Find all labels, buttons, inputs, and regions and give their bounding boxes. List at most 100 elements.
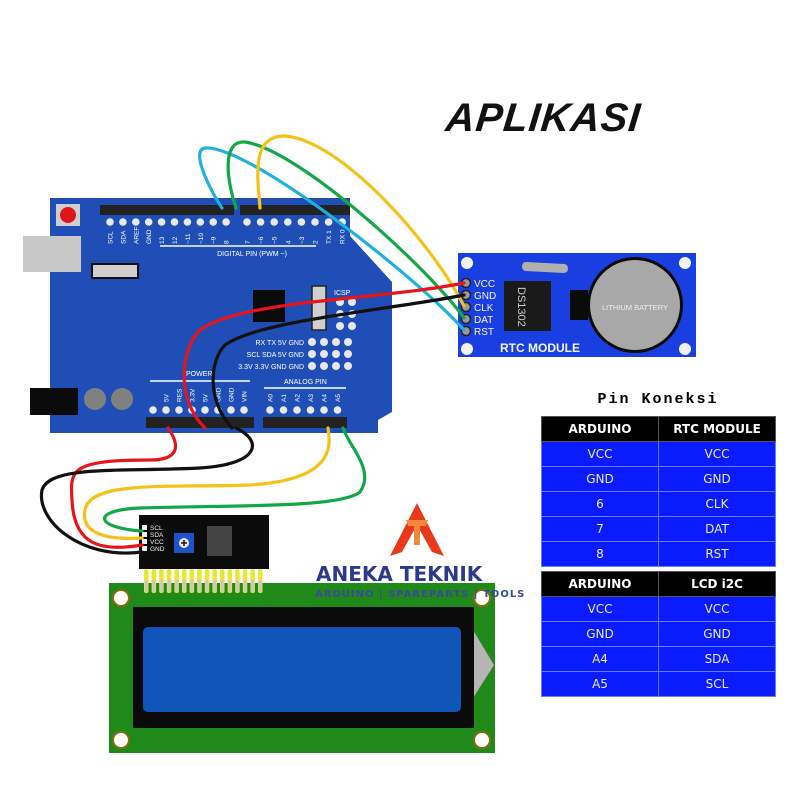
i2c-pin	[142, 539, 147, 544]
pin-dot	[279, 406, 288, 414]
table-cell: VCC	[658, 596, 776, 622]
table-cell: VCC	[658, 441, 776, 467]
power-pin-label: 5V	[164, 393, 171, 402]
pin-dot	[149, 406, 157, 414]
rtc-pin-label: GND	[474, 291, 496, 302]
digital-pin-label: 12	[172, 236, 179, 244]
pin-dot	[284, 218, 292, 226]
table-cell: SCL	[658, 671, 776, 697]
digital-pin-label: ~3	[299, 236, 306, 244]
lcd-header-pin-base	[205, 580, 209, 592]
digital-pin-label: 13	[159, 236, 166, 244]
lcd-header-pin-base	[213, 580, 217, 592]
pin-dot	[266, 406, 274, 414]
power-pin-label: 5V	[203, 393, 210, 402]
header-block	[100, 205, 234, 215]
lcd-header-pin-base	[243, 580, 247, 592]
digital-header	[100, 205, 350, 215]
rtc-pin-label: DAT	[474, 315, 493, 326]
analog-pin-label: A1	[281, 394, 288, 402]
pin-dot	[320, 406, 328, 414]
digital-pin-label: ~9	[211, 236, 218, 244]
pin-dot	[324, 218, 333, 226]
pin-koneksi-title: Pin Koneksi	[597, 391, 719, 408]
pin-dot	[170, 218, 179, 226]
digital-pin-label: 7	[245, 240, 252, 244]
pin-dot	[240, 406, 248, 414]
i2c-backpack	[139, 515, 269, 569]
digital-header-label: DIGITAL PIN (PWM ~)	[217, 251, 287, 258]
table-cell: GND	[541, 466, 659, 492]
aux-dot	[332, 362, 340, 370]
aux-dot	[320, 362, 328, 370]
aux-dot	[308, 362, 316, 370]
pin-dot	[311, 218, 319, 226]
wires	[39, 134, 466, 555]
analog-pin-label: A0	[268, 394, 275, 402]
aux-dot	[320, 338, 328, 346]
aux-dot	[344, 350, 352, 358]
pin-dot	[293, 406, 301, 414]
digital-pin-label: ~10	[198, 233, 205, 244]
pin-dot	[297, 218, 306, 226]
pin-dot	[157, 218, 166, 226]
lcd-header-pin-base	[144, 580, 148, 592]
table-cell: VCC	[541, 441, 659, 467]
lcd-header-pin-base	[251, 580, 255, 592]
wire-gnd-black-lcd	[39, 426, 254, 555]
digital-pin-label: 4	[285, 240, 292, 244]
digital-pin-label: TX 1	[326, 230, 333, 244]
lcd-screen	[143, 627, 461, 712]
lcd-header-pin-base	[228, 580, 232, 592]
aux-dot	[308, 350, 316, 358]
digital-pin-label: ~5	[272, 236, 279, 244]
analog-header-label: ANALOG PIN	[284, 379, 327, 386]
table-cell: DAT	[658, 516, 776, 542]
pin-dot	[201, 406, 209, 414]
table-cell: RST	[658, 541, 776, 567]
power-pin-label: GND	[216, 387, 223, 402]
pin-dot	[306, 406, 315, 414]
crystal	[91, 263, 139, 279]
pin-dot	[227, 406, 235, 414]
table-cell: 7	[541, 516, 659, 542]
pin-dot	[333, 406, 342, 414]
pin-dot	[256, 218, 265, 226]
lcd-header-pin-base	[160, 580, 163, 592]
pin-dot	[196, 218, 205, 226]
pin-dot	[144, 218, 153, 226]
header-block	[263, 417, 347, 428]
i2c-pin	[142, 546, 147, 551]
pin-dot	[222, 218, 230, 226]
pin-dot	[270, 218, 279, 226]
aux-dot	[320, 350, 328, 358]
aux-dot	[332, 338, 340, 346]
table-cell: 6	[541, 491, 659, 517]
table-header: ARDUINO	[541, 416, 659, 442]
rtc-module: DS1302 LITHIUM BATTERY RTC MODULE VCCGND…	[458, 253, 696, 357]
lcd-header-pin-base	[182, 580, 186, 592]
digital-pin-label: 8	[224, 240, 231, 244]
digital-pin-label: SDA	[120, 230, 127, 244]
digital-pin-label: ~6	[258, 236, 265, 244]
logo-tagline: ARDUINO | SPAREPARTS | TOOLS	[315, 589, 526, 600]
i2c-pin-label: SCL	[150, 525, 163, 532]
pin-dot	[175, 406, 183, 414]
table-cell: A4	[541, 646, 659, 672]
lcd-header-pin-base	[220, 580, 224, 592]
rtc-pin-label: RST	[474, 327, 494, 338]
i2c-pin-label: VCC	[150, 539, 164, 546]
battery-label: LITHIUM BATTERY	[602, 303, 668, 312]
table-cell: A5	[541, 671, 659, 697]
pin-dot	[183, 218, 192, 226]
icsp-dot	[348, 298, 356, 306]
